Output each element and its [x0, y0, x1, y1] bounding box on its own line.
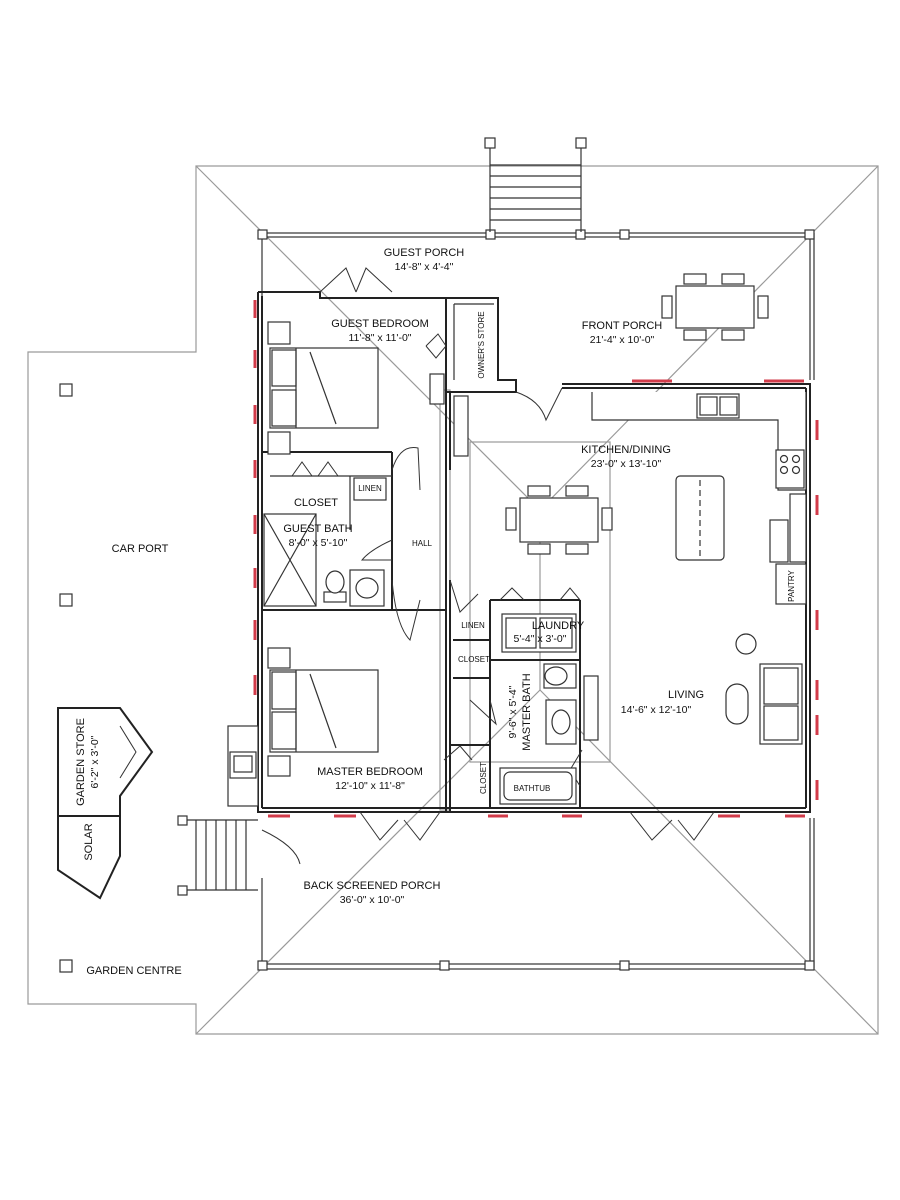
doors [291, 267, 715, 841]
master-bath-size: 9'-6" x 5'-4" [507, 685, 519, 738]
master-closet-label: CLOSET [479, 762, 488, 794]
master-bed [267, 647, 379, 777]
guest-closet-label: CLOSET [294, 497, 338, 509]
front-porch-size: 21'-4" x 10'-0" [590, 334, 655, 346]
garden-centre-label: GARDEN CENTRE [86, 965, 181, 977]
car-port-label: CAR PORT [112, 543, 169, 555]
carport-posts [59, 383, 73, 973]
guest-bath-label: GUEST BATH [283, 523, 352, 535]
garden-store [57, 707, 154, 900]
hall-closet-label: CLOSET [458, 655, 490, 664]
porch-rails [257, 229, 815, 971]
guest-bed [267, 321, 445, 455]
owners-store-label: OWNER'S STORE [477, 311, 486, 378]
pantry-label: PANTRY [787, 569, 796, 601]
back-porch-label: BACK SCREENED PORCH [304, 880, 441, 892]
room-labels: GUEST PORCH 14'-8" x 4'-4" FRONT PORCH 2… [75, 247, 796, 977]
guest-linen-label: LINEN [358, 484, 382, 493]
windows [253, 300, 819, 818]
living-label: LIVING [668, 689, 704, 701]
front-steps [484, 137, 587, 232]
master-bedroom-size: 12'-10" x 11'-8" [335, 780, 405, 792]
roof-outline [27, 165, 879, 1035]
guest-bath-size: 8'-0" x 5'-10" [289, 537, 348, 549]
back-porch-size: 36'-0" x 10'-0" [340, 894, 405, 906]
living-size: 14'-6" x 12'-10" [621, 704, 692, 716]
master-bedroom-label: MASTER BEDROOM [317, 766, 423, 778]
kitchen-fixtures [453, 392, 807, 605]
hall-linen-label: LINEN [461, 621, 485, 630]
solar-label: SOLAR [83, 823, 95, 860]
bathtub-label: BATHTUB [514, 784, 551, 793]
garden-store-label: GARDEN STORE [75, 718, 87, 806]
hall-label: HALL [412, 539, 433, 548]
dining-table [505, 485, 613, 555]
guest-bath-fixtures [263, 477, 387, 607]
master-bath-fixtures [499, 613, 599, 805]
guest-porch-size: 14'-8" x 4'-4" [395, 261, 454, 273]
porch-table [661, 273, 769, 341]
exterior-sink [227, 725, 259, 807]
guest-porch-label: GUEST PORCH [384, 247, 465, 259]
front-porch-label: FRONT PORCH [582, 320, 663, 332]
kitchen-dining-size: 23'-0" x 13'-10" [591, 458, 662, 470]
living-furniture [725, 633, 803, 745]
laundry-label: LAUNDRY [532, 620, 585, 632]
kitchen-dining-label: KITCHEN/DINING [581, 444, 671, 456]
master-bath-label: MASTER BATH [521, 673, 533, 750]
guest-bedroom-label: GUEST BEDROOM [331, 318, 429, 330]
laundry-size: 5'-4" x 3'-0" [514, 633, 567, 645]
garden-store-size: 6'-2" x 3'-0" [89, 735, 101, 788]
back-steps [177, 815, 301, 896]
guest-bedroom-size: 11'-8" x 11'-0" [348, 332, 411, 344]
